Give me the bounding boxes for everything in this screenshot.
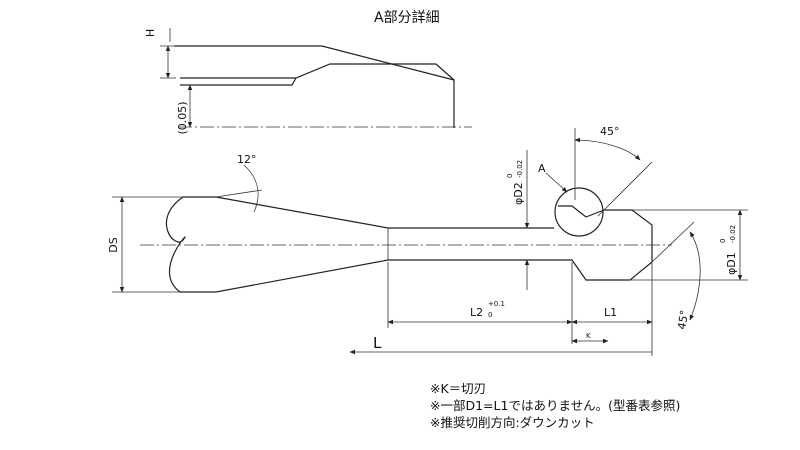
detail-marker: A bbox=[538, 162, 546, 175]
ds-label: DS bbox=[107, 237, 120, 252]
detail-leader bbox=[545, 172, 568, 193]
note-d1-l1: ※一部D1=L1ではありません。(型番表参照) bbox=[430, 398, 681, 413]
shank-break-line bbox=[165, 196, 186, 293]
head-right-profile bbox=[604, 209, 653, 262]
angle12-arc bbox=[243, 164, 259, 213]
l2-tol-upper: +0.1 bbox=[488, 300, 505, 308]
angle45-top-line bbox=[597, 161, 653, 217]
bottom-profile bbox=[180, 259, 653, 293]
detail-a-edge bbox=[558, 205, 605, 218]
ds-ext-lines bbox=[112, 196, 183, 293]
h-label: H bbox=[144, 29, 157, 37]
note-cutting-direction: ※推奨切削方向:ダウンカット bbox=[430, 415, 595, 430]
top-profile bbox=[183, 196, 554, 229]
d1-ext-lines bbox=[630, 209, 748, 281]
note-cutting-edge: ※K＝切刃 bbox=[430, 381, 487, 396]
angle45-top-arc bbox=[574, 137, 641, 161]
d1-tol-upper: 0 bbox=[719, 239, 727, 243]
detail-step-profile bbox=[180, 63, 455, 81]
angle45-top-label: 45° bbox=[600, 125, 620, 138]
angle45-bottom-arc bbox=[689, 231, 701, 321]
offset-label: (0.05) bbox=[176, 101, 189, 134]
d1-label: φD1 bbox=[725, 252, 738, 275]
l2-tol-lower: 0 bbox=[488, 311, 492, 319]
tool-main-view: A 12° 45° 45° DS φD2 0 -0.02 φD1 0 -0.02 bbox=[107, 125, 748, 356]
d2-tol-lower: -0.02 bbox=[516, 160, 524, 178]
k-label: K bbox=[586, 332, 591, 340]
l2-label: L2 bbox=[470, 306, 483, 319]
d2-tol-upper: 0 bbox=[506, 174, 514, 178]
detail-title: A部分詳細 bbox=[374, 10, 440, 26]
angle12-ref bbox=[215, 189, 263, 198]
angle12-label: 12° bbox=[237, 153, 257, 166]
angle45-bottom-label: 45° bbox=[675, 309, 691, 330]
l1-label: L1 bbox=[604, 306, 617, 319]
d1-tol-lower: -0.02 bbox=[729, 225, 737, 243]
angle45-bottom-line bbox=[651, 221, 695, 263]
l-label: L bbox=[373, 334, 382, 352]
detail-a-circle bbox=[554, 187, 604, 237]
detail-step-lower bbox=[180, 77, 297, 86]
detail-a-view: A部分詳細 H (0.05) bbox=[144, 10, 472, 135]
detail-outer-profile bbox=[174, 45, 455, 128]
d2-label: φD2 bbox=[512, 182, 525, 205]
length-ext-lines bbox=[387, 262, 653, 356]
